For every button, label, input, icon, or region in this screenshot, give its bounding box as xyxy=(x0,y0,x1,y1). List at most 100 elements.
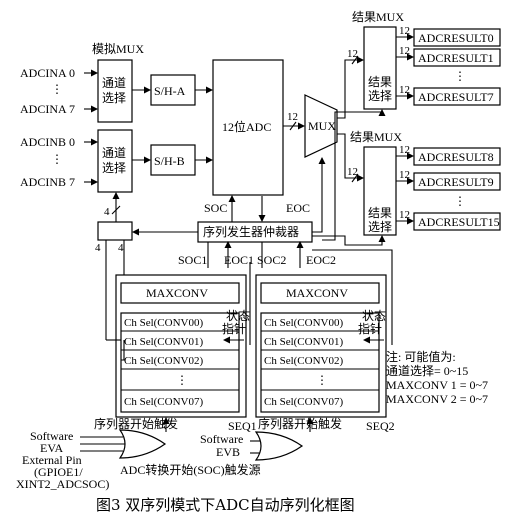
result-mux-top xyxy=(363,26,397,110)
adcresult-7-register xyxy=(413,87,501,106)
arbiter-label: 序列发生器仲裁器 xyxy=(203,224,299,239)
seq1-label: SEQ1 xyxy=(228,419,257,433)
channel-select-mux-small xyxy=(97,221,133,241)
adcresult-9: ADCRESULT9 xyxy=(418,175,494,189)
soc1-label: SOC1 xyxy=(178,253,207,267)
dots-b: ⋮ xyxy=(51,152,63,166)
seq2-dots: ⋮ xyxy=(316,373,328,387)
adcresult-1-register xyxy=(413,48,501,67)
channel-select-b-line2: 选择 xyxy=(102,161,126,175)
seq1-state-ptr-2: 指针 xyxy=(222,321,246,336)
soc2-label: SOC2 xyxy=(257,253,286,267)
adcresult-15: ADCRESULT15 xyxy=(418,215,500,229)
mux-bottom-bus-width: 12 xyxy=(347,166,358,178)
mux-top-bus-width: 12 xyxy=(347,48,358,60)
seq1-state-ptr-1: 状态 xyxy=(226,309,250,323)
res-bot-width-15: 12 xyxy=(399,209,410,221)
dots-a: ⋮ xyxy=(51,82,63,96)
channel-select-a xyxy=(97,59,133,123)
channel-select-a-line2: 选择 xyxy=(102,91,126,105)
adc-12bit xyxy=(212,59,284,196)
input-adcinb7: ADCINB 7 xyxy=(20,175,75,189)
adcresult-7: ADCRESULT7 xyxy=(418,90,494,104)
seq2-conv02: Ch Sel(CONV02) xyxy=(264,355,343,367)
seq1-dots: ⋮ xyxy=(176,373,188,387)
seq1-conv02: Ch Sel(CONV02) xyxy=(124,355,203,367)
dots-results-top: ⋮ xyxy=(454,69,466,83)
res-bot-width-9: 12 xyxy=(399,169,410,181)
channel-select-a-line1: 通道 xyxy=(102,76,126,90)
adc-label: 12位ADC xyxy=(222,119,271,134)
trig-right-evb: EVB xyxy=(216,445,240,459)
four-bit-label-bottom: 4 xyxy=(95,242,101,254)
adcresult-15-register xyxy=(413,212,501,231)
channel-select-b xyxy=(97,129,133,193)
adcresult-8: ADCRESULT8 xyxy=(418,150,494,164)
result-select-top-1: 结果 xyxy=(368,75,392,89)
res-bot-width-8: 12 xyxy=(399,144,410,156)
adc-bus-width: 12 xyxy=(287,111,298,123)
figure-caption: 图3 双序列模式下ADC自动序列化框图 xyxy=(96,496,355,514)
adcresult-0-register xyxy=(413,28,501,47)
seq2-conv01: Ch Sel(CONV01) xyxy=(264,336,343,348)
seq1-maxconv-label: MAXCONV xyxy=(146,286,208,300)
or-gate-seq2 xyxy=(254,431,304,461)
seq1-conv00: Ch Sel(CONV00) xyxy=(124,317,203,329)
soc-source-label: ADC转换开始(SOC)触发源 xyxy=(120,462,261,477)
result-select-top-2: 选择 xyxy=(368,89,392,103)
seq2-state-ptr-1: 状态 xyxy=(362,309,386,323)
trig-left-eva: EVA xyxy=(40,441,63,455)
four-bit-label-top: 4 xyxy=(104,206,110,218)
note-line-1: 注: 可能值为: xyxy=(386,349,456,364)
seq1-conv-list xyxy=(120,312,240,413)
adcresult-1: ADCRESULT1 xyxy=(418,51,494,65)
output-mux-label: MUX xyxy=(308,119,336,133)
or-gate-seq1 xyxy=(118,429,167,459)
adcresult-9-register xyxy=(413,172,501,191)
soc-label: SOC xyxy=(204,201,227,215)
adcresult-0: ADCRESULT0 xyxy=(418,31,494,45)
note-line-3: MAXCONV 1 = 0~7 xyxy=(386,378,488,392)
trig-left-external-pin: External Pin xyxy=(22,453,82,467)
output-mux xyxy=(304,94,338,158)
seq2-conv07: Ch Sel(CONV07) xyxy=(264,396,343,408)
input-adcina0: ADCINA 0 xyxy=(20,66,75,80)
res-top-width-1: 12 xyxy=(399,45,410,57)
result-mux-bottom-label: 结果MUX xyxy=(350,130,402,144)
eoc-label: EOC xyxy=(286,201,310,215)
sample-hold-b-label: S/H-B xyxy=(154,154,185,168)
input-adcina7: ADCINA 7 xyxy=(20,102,75,116)
eoc2-label: EOC2 xyxy=(306,253,336,267)
result-mux-top-label: 结果MUX xyxy=(352,10,404,24)
result-select-bottom-2: 选择 xyxy=(368,220,392,234)
trig-left-gpioe1: (GPIOE1/ xyxy=(34,465,83,479)
seq2-maxconv xyxy=(260,282,380,304)
analog-mux-label: 模拟MUX xyxy=(92,42,144,56)
adcresult-8-register xyxy=(413,147,501,166)
four-bit-label-bottom-2: 4 xyxy=(118,242,124,254)
input-adcinb0: ADCINB 0 xyxy=(20,135,75,149)
seq2-maxconv-label: MAXCONV xyxy=(286,286,348,300)
trig-left-xint2: XINT2_ADCSOC) xyxy=(16,477,109,491)
note-line-4: MAXCONV 2 = 0~7 xyxy=(386,392,488,406)
seq2-conv00: Ch Sel(CONV00) xyxy=(264,317,343,329)
seq2-conv-list xyxy=(260,312,380,413)
note-line-2: 通道选择= 0~15 xyxy=(386,364,468,378)
trigger-label-seq1: 序列器开始触发 xyxy=(94,416,178,431)
res-top-width-0: 12 xyxy=(399,25,410,37)
seq1-maxconv xyxy=(120,282,240,304)
trig-left-software: Software xyxy=(30,429,73,443)
eoc1-label: EOC1 xyxy=(224,253,254,267)
result-select-bottom-1: 结果 xyxy=(368,206,392,220)
dots-results-bottom: ⋮ xyxy=(454,194,466,208)
channel-select-b-line1: 通道 xyxy=(102,146,126,160)
sample-hold-a-label: S/H-A xyxy=(154,84,186,98)
seq2-label: SEQ2 xyxy=(366,419,395,433)
res-top-width-7: 12 xyxy=(399,84,410,96)
seq1-conv07: Ch Sel(CONV07) xyxy=(124,396,203,408)
seq2-state-ptr-2: 指针 xyxy=(358,321,382,336)
sample-hold-b xyxy=(150,144,196,176)
trigger-label-seq2: 序列器开始触发 xyxy=(258,416,342,431)
sample-hold-a xyxy=(150,74,196,106)
